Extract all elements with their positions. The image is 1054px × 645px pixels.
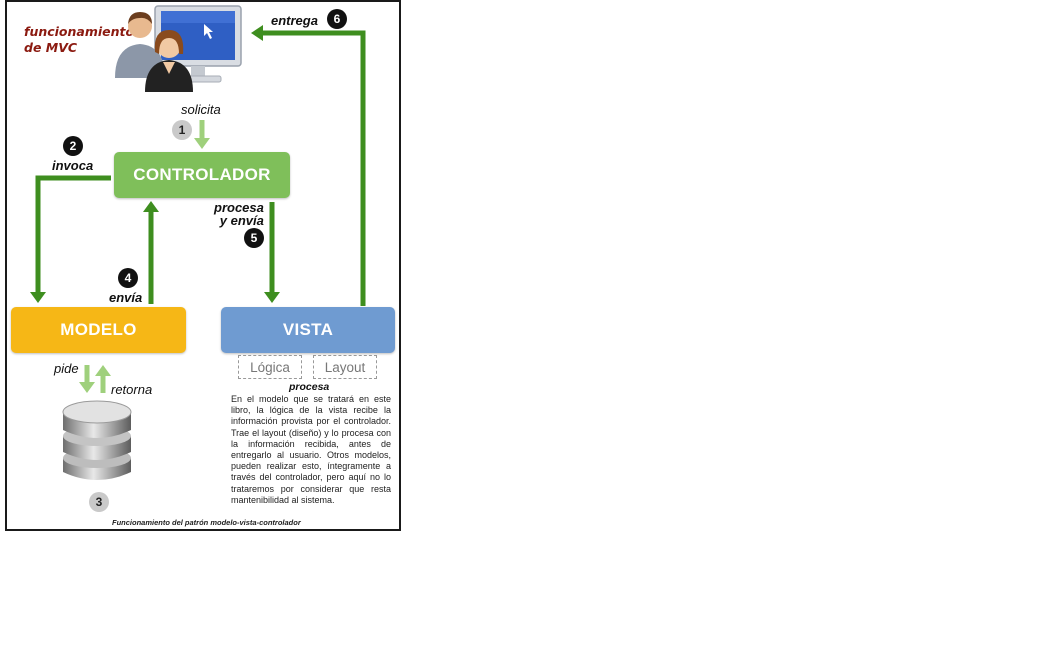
step-4-badge: 4 [118,268,138,288]
label-invoca: invoca [52,158,94,173]
diagram-title: funcionamiento de MVC [24,24,134,56]
description-paragraph: En el modelo que se tratará en este libr… [231,394,391,505]
label-procesa: procesa [214,200,264,215]
label-vista-procesa: procesa [289,381,330,393]
arrow-solicita [194,120,210,149]
label-solicita: solicita [181,102,221,117]
label-procesa-envia: procesa y envía [214,201,264,227]
step-3-badge: 3 [89,492,109,512]
step-6-badge: 6 [327,9,347,29]
diagram-frame: funcionamiento de MVC entrega 6 solicita… [5,0,401,531]
step-1-badge: 1 [172,120,192,140]
arrow-pide [79,365,95,393]
title-line-2: de MVC [24,40,78,55]
vista-box: VISTA [221,307,395,353]
arrow-entrega [251,25,366,306]
database-icon [62,400,132,480]
vista-part-layout: Layout [313,355,377,379]
label-envia: envía [109,290,143,305]
label-retorna: retorna [111,382,153,397]
users-computer-icon [115,5,242,92]
modelo-box: MODELO [11,307,186,353]
arrow-procesa-envia [264,202,280,303]
flow-arrows [30,25,366,393]
figure-caption: Funcionamiento del patrón modelo-vista-c… [112,518,301,527]
label-y-envia: y envía [219,213,264,228]
label-entrega: entrega [271,13,318,28]
vista-part-logica: Lógica [238,355,302,379]
step-5-badge: 5 [244,228,264,248]
arrow-envia [143,201,159,304]
title-line-1: funcionamiento [24,24,135,39]
arrow-retorna [95,365,111,393]
step-2-badge: 2 [63,136,83,156]
arrow-invoca [30,175,111,303]
controlador-box: CONTROLADOR [114,152,290,198]
label-pide: pide [54,361,79,376]
